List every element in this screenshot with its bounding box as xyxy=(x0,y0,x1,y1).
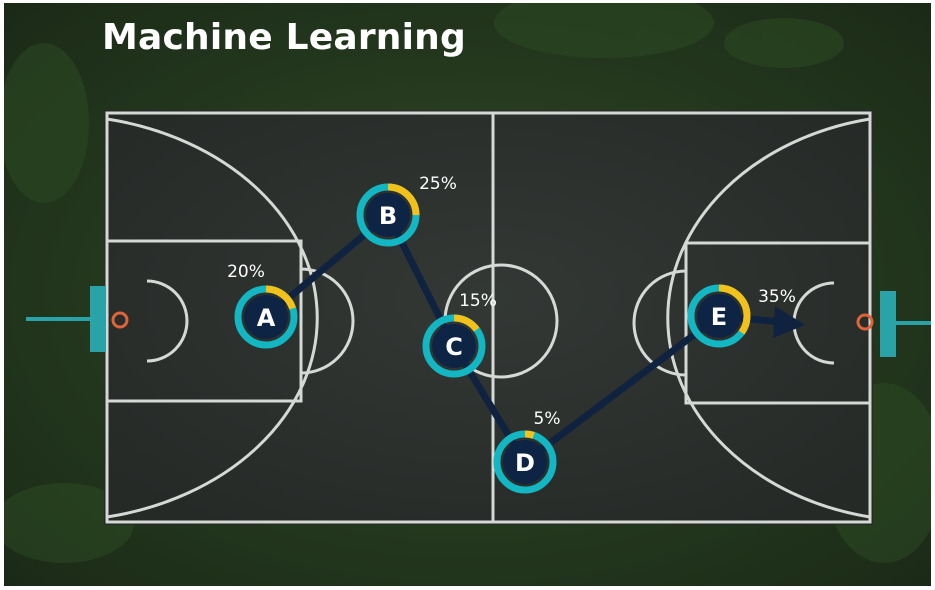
node-progress-arc xyxy=(687,284,751,348)
node-label: B xyxy=(379,202,397,230)
node-d: D 5% xyxy=(493,409,561,494)
node-core xyxy=(366,193,410,237)
page-title: Machine Learning xyxy=(102,17,466,58)
diagram-canvas: A 20% B 25% C 15% D 5% E 35% Machine Learning xyxy=(4,3,931,586)
node-core xyxy=(244,295,288,339)
node-progress-arc xyxy=(422,314,486,378)
node-percent-label: 25% xyxy=(419,174,457,194)
basketball-court-scene: A 20% B 25% C 15% D 5% E 35% xyxy=(4,3,931,586)
path-arrowhead xyxy=(773,306,805,338)
left-hoop xyxy=(26,286,129,352)
node-percent-label: 35% xyxy=(758,287,796,307)
node-percent-label: 20% xyxy=(227,262,265,282)
play-diagram: A 20% B 25% C 15% D 5% E 35% xyxy=(227,174,805,494)
node-progress-arc xyxy=(234,285,298,349)
path-segment-b-c xyxy=(384,211,458,350)
node-core xyxy=(432,324,476,368)
node-label: C xyxy=(445,333,463,361)
path-segment-c-d xyxy=(450,342,529,466)
foliage xyxy=(4,3,931,563)
node-core xyxy=(697,294,741,338)
node-e: E 35% xyxy=(687,284,796,348)
node-core xyxy=(503,440,547,484)
node-percent-label: 15% xyxy=(459,291,497,311)
node-label: A xyxy=(257,304,276,332)
node-progress-arc xyxy=(356,183,420,247)
node-percent-label: 5% xyxy=(534,409,561,429)
path-segment-d-e xyxy=(521,312,723,466)
node-label: E xyxy=(711,303,727,331)
node-a: A 20% xyxy=(227,262,298,349)
node-b: B 25% xyxy=(356,174,457,247)
node-c: C 15% xyxy=(422,291,497,378)
node-progress-arc xyxy=(493,430,557,494)
node-label: D xyxy=(515,449,535,477)
right-hoop xyxy=(856,291,931,357)
